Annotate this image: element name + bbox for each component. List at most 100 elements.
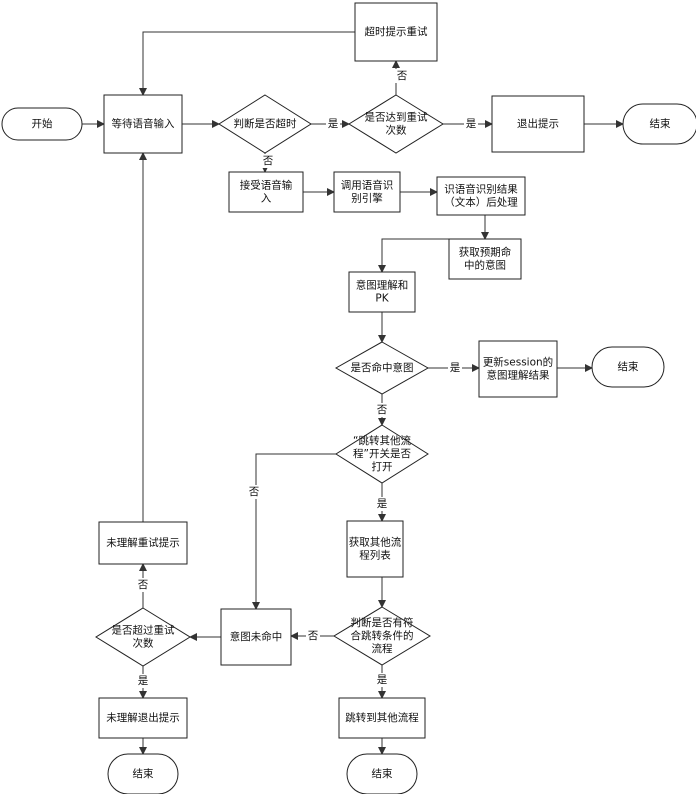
edge-label-bg: [375, 497, 389, 511]
node-text-line: 入: [261, 193, 272, 205]
node-miss: 意图未命中: [220, 608, 292, 666]
node-text-line: 判断是否超时: [234, 117, 297, 130]
node-text-line: 次数: [133, 637, 154, 650]
node-text-line: 结束: [372, 767, 393, 780]
node-text-line: 合跳转条件的: [351, 629, 414, 642]
node-text-line: 判断是否有符: [351, 616, 414, 629]
node-text-line: 是否达到重试: [365, 111, 428, 124]
terminator-shape: [591, 346, 665, 388]
node-text-line: 结束: [650, 117, 671, 130]
node-text-line: 程”开关是否: [353, 447, 411, 460]
process-box: [491, 95, 585, 153]
edge-label-switch_yes: 是: [377, 498, 388, 510]
node-text-line: 调用语音识: [341, 179, 394, 192]
node-text-line: 结束: [133, 767, 154, 780]
process-box: [98, 521, 188, 565]
node-text-line: 未理解退出提示: [106, 711, 180, 724]
edge-label-bg: [261, 154, 275, 168]
node-text-line: 意图理解结果: [487, 369, 550, 382]
node-text-line: （文本）后处理: [444, 196, 518, 209]
decision-diamond: [218, 94, 312, 154]
node-exit-tip: 退出提示: [491, 95, 585, 153]
edge-label-bg: [247, 485, 261, 499]
node-text-line: 未理解重试提示: [106, 536, 180, 549]
edge-label-retry_yes: 是: [466, 118, 477, 130]
process-box: [354, 2, 438, 62]
edge-label-bg: [464, 117, 478, 131]
node-text-line: 流程: [372, 642, 393, 655]
edge-label-bg: [136, 578, 150, 592]
process-box: [348, 271, 416, 313]
process-box: [98, 697, 188, 739]
terminator-shape: [107, 753, 179, 794]
process-box: [333, 171, 401, 213]
node-not-understood-exit: 未理解退出提示: [98, 697, 188, 739]
node-timeout-q: 判断是否超时: [218, 94, 312, 154]
node-text-line: 结束: [618, 360, 639, 373]
node-end1: 结束: [622, 103, 696, 145]
edge-label-match_no: 否: [308, 630, 319, 642]
edge-label-switch_no: 否: [249, 486, 260, 498]
edge-label-bg: [395, 69, 409, 83]
node-post: 识语音识别结果（文本）后处理: [436, 176, 526, 216]
node-text-line: 接受语音输: [240, 179, 293, 192]
node-start: 开始: [1, 107, 83, 141]
node-text-line: 开始: [32, 117, 53, 130]
edge-label-timeout_no: 否: [263, 155, 274, 167]
edge-label-hit_no: 否: [377, 404, 388, 416]
edge-label-hit_yes: 是: [450, 362, 461, 374]
node-text-line: 退出提示: [517, 117, 559, 130]
edge-label-bg: [448, 361, 462, 375]
node-jump: 跳转到其他流程: [338, 697, 426, 739]
process-box: [346, 520, 404, 578]
decision-diamond: [95, 607, 191, 667]
process-box: [448, 238, 522, 280]
connector-timeout_tip-to-wait: [139, 31, 355, 96]
node-text-line: 跳转到其他流程: [345, 711, 419, 724]
connector-switch_q-to-miss: [252, 453, 336, 610]
terminator-shape: [346, 753, 418, 794]
node-text-line: 是否命中意图: [351, 361, 414, 374]
node-text-line: 识语音识别结果: [444, 183, 518, 196]
node-hit-q: 是否命中意图: [334, 341, 430, 395]
decision-diamond: [334, 341, 430, 395]
node-text-line: 超时提示重试: [365, 25, 428, 38]
node-text-line: 获取其他流: [349, 536, 402, 549]
process-box: [436, 176, 526, 216]
decision-diamond: [333, 606, 431, 666]
node-text-line: 次数: [386, 124, 407, 137]
decision-diamond: [335, 424, 429, 484]
edge-label-exceed_yes: 是: [138, 675, 149, 687]
node-text-line: 等待语音输入: [112, 117, 175, 130]
node-text-line: “跳转其他流: [353, 434, 411, 447]
process-box: [220, 608, 292, 666]
node-end3: 结束: [346, 753, 418, 794]
edge-label-timeout_yes: 是: [328, 118, 339, 130]
node-end4: 结束: [107, 753, 179, 794]
node-text-line: 中的意图: [464, 259, 506, 272]
process-box: [478, 340, 558, 398]
node-text-line: 获取预期命: [459, 246, 512, 259]
terminator-shape: [622, 103, 696, 145]
node-text-line: 意图未命中: [230, 630, 283, 643]
node-text-line: 程列表: [359, 549, 391, 562]
edge-label-retry_no: 否: [397, 70, 408, 82]
node-text-line: 是否超过重试: [112, 624, 175, 637]
process-box: [338, 697, 426, 739]
terminator-shape: [1, 107, 83, 141]
node-wait: 等待语音输入: [103, 94, 183, 154]
edge-label-bg: [375, 673, 389, 687]
node-text-line: PK: [375, 293, 389, 305]
edge-label-bg: [136, 674, 150, 688]
edge-label-match_yes: 是: [377, 674, 388, 686]
edge-label-exceed_no: 否: [138, 579, 149, 591]
